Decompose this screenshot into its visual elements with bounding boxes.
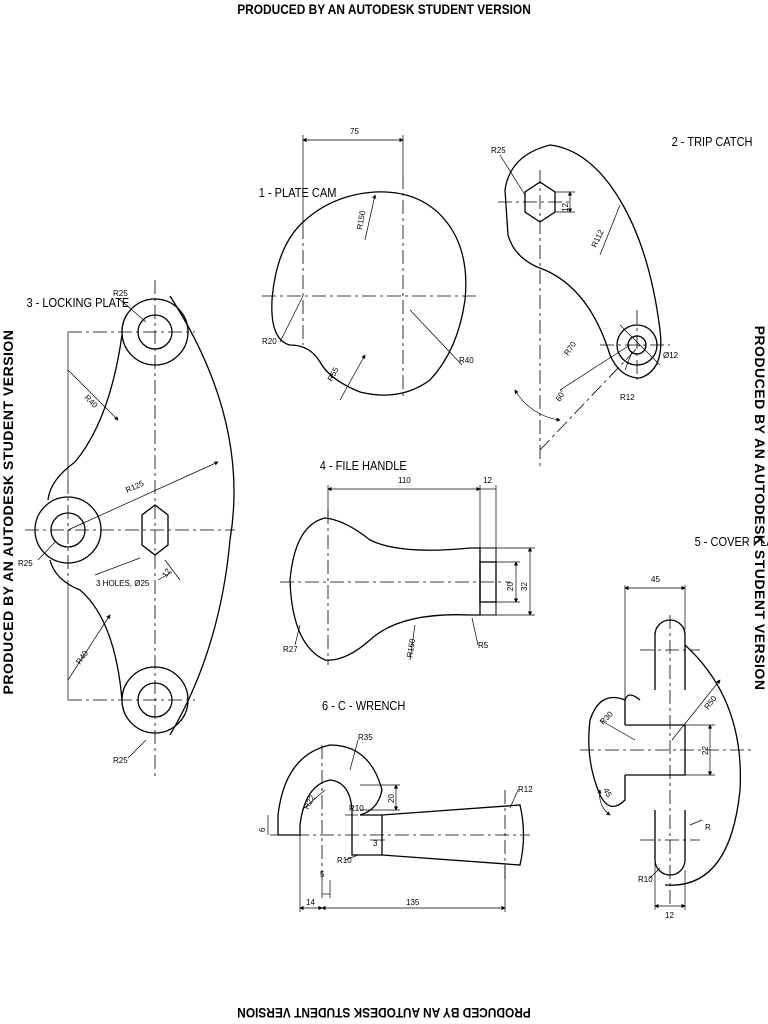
file-handle-dim-d32: 32 — [520, 582, 529, 591]
cover-plate-dim-w12: 12 — [665, 911, 674, 920]
c-wrench-dim-w5: 5 — [320, 870, 325, 879]
locking-plate-dim-r25-left: R25 — [18, 559, 33, 568]
cover-plate-right-arc — [664, 644, 742, 886]
trip-catch-drawing — [498, 144, 670, 470]
c-wrench-dim-w14: 14 — [306, 898, 315, 907]
locking-plate-right-arc — [169, 295, 235, 736]
trip-catch-dim-dia12: Ø12 — [663, 351, 679, 360]
file-handle-dim-len: 110 — [398, 476, 411, 485]
cover-plate-title: 5 - COVER PLATE — [695, 534, 768, 549]
c-wrench-dim-r10a: R10 — [349, 804, 364, 813]
file-handle-title: 4 - FILE HANDLE — [320, 458, 407, 473]
locking-plate-dim-r25-top: R25 — [113, 289, 128, 298]
file-handle-dim-r5: R5 — [478, 641, 489, 650]
trip-catch-dim-r25: R25 — [491, 146, 506, 155]
plate-cam-dim-r20: R20 — [262, 337, 277, 346]
cover-plate-dim-r50: R50 — [702, 694, 718, 712]
cover-plate-dim-r10: R10 — [638, 875, 653, 884]
c-wrench-dim-h6: 6 — [258, 827, 267, 832]
plate-cam-drawing — [262, 135, 478, 401]
cover-plate-left-notch — [624, 694, 641, 701]
cover-plate-dim-a45: 45 — [601, 787, 614, 800]
trip-catch-dim-r12: R12 — [620, 393, 635, 402]
plate-cam-dim-width: 75 — [350, 127, 359, 136]
c-wrench-dim-r35: R35 — [358, 733, 373, 742]
cover-plate-left-arc — [588, 696, 626, 807]
file-handle-ferrule — [479, 547, 497, 616]
locking-plate-dim-r25-bottom: R25 — [113, 756, 128, 765]
c-wrench-jaw-inner — [299, 779, 353, 835]
cover-plate-dim-w45: 45 — [651, 575, 660, 584]
cover-plate-dim-r: R — [705, 823, 711, 832]
cover-plate-upper-slot — [654, 619, 686, 690]
plate-cam-dim-r55: R55 — [326, 365, 341, 383]
watermark-top: PRODUCED BY AN AUTODESK STUDENT VERSION — [237, 1, 531, 17]
locking-plate-dim-r40-top: R40 — [83, 393, 100, 410]
trip-catch-dim-r70: R70 — [562, 340, 578, 358]
locking-plate-dim-r125: R125 — [124, 479, 146, 495]
plate-cam-dim-r150: R150 — [355, 209, 367, 230]
cover-plate-dim-r30: R30 — [598, 709, 615, 726]
c-wrench-title: 6 - C - WRENCH — [322, 698, 405, 713]
file-handle-dim-d20: 20 — [506, 582, 515, 591]
trip-catch-dim-hex: 12 — [561, 203, 570, 212]
c-wrench-dim-h20: 20 — [387, 794, 396, 803]
trip-catch-title: 2 - TRIP CATCH — [672, 134, 753, 149]
file-handle-dim-tip: 12 — [483, 476, 492, 485]
c-wrench-dim-r10b: R10 — [337, 856, 352, 865]
plate-cam-dim-r40: R40 — [459, 356, 474, 365]
plate-cam-title: 1 - PLATE CAM — [259, 185, 337, 200]
file-handle-drawing — [280, 485, 535, 665]
locking-plate-lower-fillet — [49, 559, 123, 701]
c-wrench-neck — [351, 810, 383, 856]
trip-catch-dim-angle: 60° — [554, 388, 568, 403]
locking-plate-upper-fillet — [47, 334, 123, 501]
c-wrench-dim-r12: R12 — [518, 785, 533, 794]
c-wrench-jaw-outer — [277, 744, 383, 835]
plate-cam-outline — [271, 191, 467, 396]
locking-plate-drawing — [25, 280, 235, 780]
trip-catch-outline — [504, 144, 662, 379]
file-handle-dim-r150: R150 — [405, 637, 417, 658]
cover-plate-dim-h22: 22 — [701, 746, 710, 755]
c-wrench-dim-r22: R22 — [302, 793, 317, 811]
locking-plate-title: 3 - LOCKING PLATE — [26, 295, 129, 310]
c-wrench-dim-t3: 3 — [373, 839, 378, 848]
c-wrench-drawing — [267, 739, 530, 912]
locking-plate-dim-r40-bottom: R40 — [74, 649, 90, 667]
c-wrench-dim-len135: 135 — [406, 898, 420, 907]
file-handle-outline — [289, 517, 481, 661]
locking-plate-dim-holes: 3 HOLES, Ø25 — [96, 579, 150, 588]
file-handle-dim-r27: R27 — [283, 645, 298, 654]
cover-plate-drawing — [580, 585, 755, 910]
